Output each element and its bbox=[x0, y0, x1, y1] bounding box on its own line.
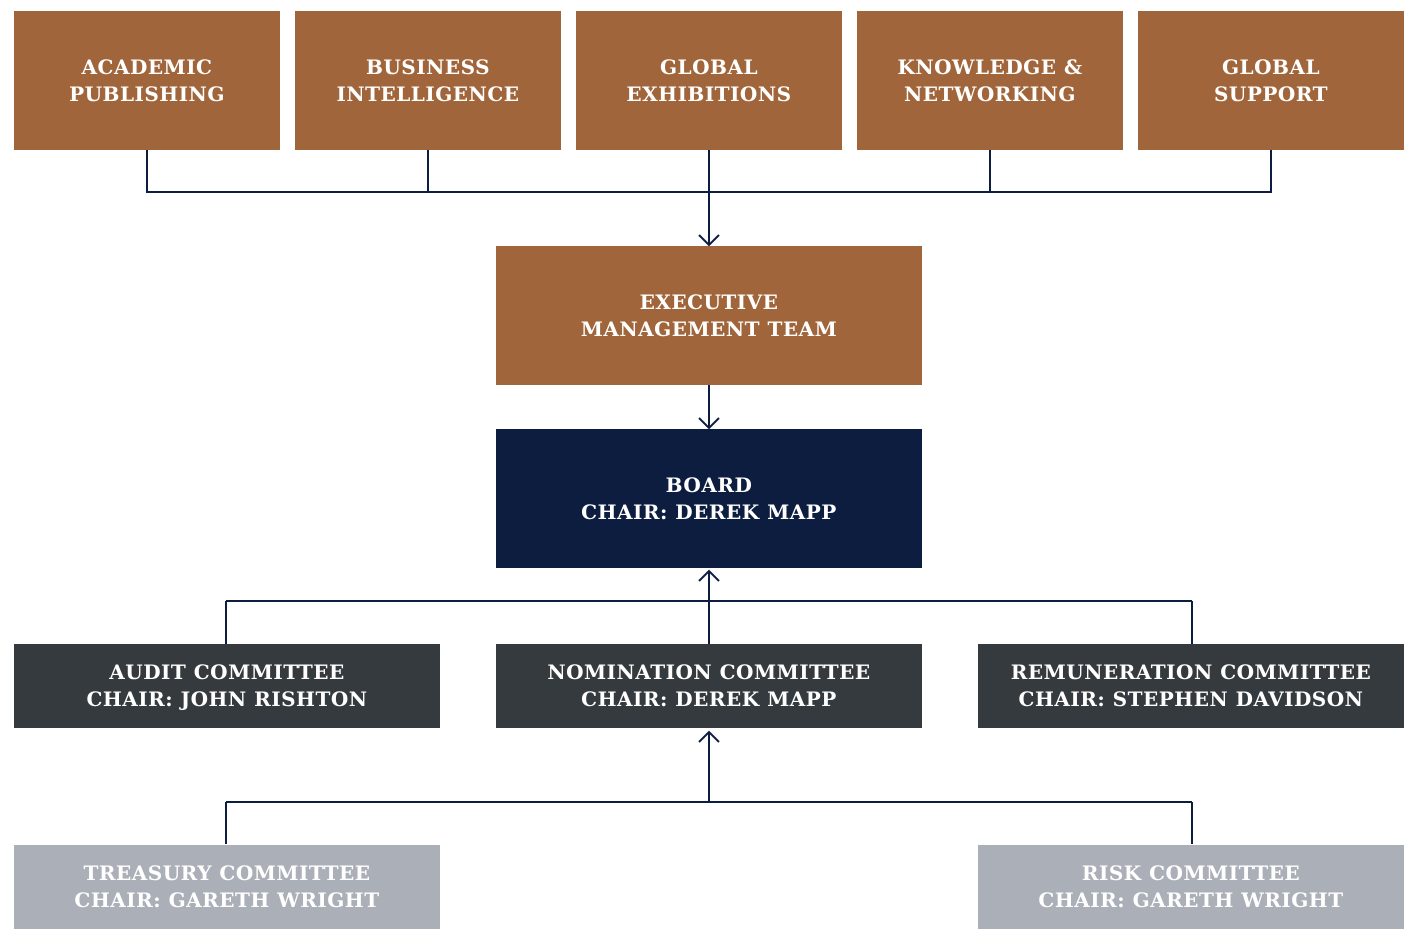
executive-label-line2: MANAGEMENT TEAM bbox=[580, 316, 838, 341]
arrow-down-icon bbox=[698, 234, 720, 247]
remuneration-committee: REMUNERATION COMMITTEE CHAIR: STEPHEN DA… bbox=[978, 644, 1404, 728]
division-knowledge-networking: KNOWLEDGE & NETWORKING bbox=[857, 11, 1123, 150]
division-label-line2: SUPPORT bbox=[1213, 81, 1329, 106]
committee-name: NOMINATION COMMITTEE bbox=[547, 660, 871, 684]
executive-label-line1: EXECUTIVE bbox=[639, 289, 779, 314]
division-global-exhibitions: GLOBAL EXHIBITIONS bbox=[576, 11, 842, 150]
committee-chair: CHAIR: STEPHEN DAVIDSON bbox=[1018, 687, 1364, 711]
committee-name: AUDIT COMMITTEE bbox=[109, 660, 345, 684]
board-label: BOARD bbox=[665, 472, 753, 497]
board: BOARD CHAIR: DEREK MAPP bbox=[496, 429, 922, 568]
division-label-line2: EXHIBITIONS bbox=[626, 81, 792, 106]
division-label-line1: KNOWLEDGE & bbox=[897, 54, 1083, 79]
division-label-line1: BUSINESS bbox=[365, 54, 491, 79]
committee-name: RISK COMMITTEE bbox=[1081, 861, 1301, 885]
executive-management-team: EXECUTIVE MANAGEMENT TEAM bbox=[496, 246, 922, 385]
division-academic-publishing: ACADEMIC PUBLISHING bbox=[14, 11, 280, 150]
audit-committee: AUDIT COMMITTEE CHAIR: JOHN RISHTON bbox=[14, 644, 440, 728]
division-label-line2: INTELLIGENCE bbox=[336, 81, 520, 106]
division-label-line2: PUBLISHING bbox=[69, 81, 225, 106]
division-label-line1: GLOBAL bbox=[659, 54, 759, 79]
committee-chair: CHAIR: DEREK MAPP bbox=[581, 687, 837, 711]
division-label-line2: NETWORKING bbox=[903, 81, 1076, 106]
board-chair: CHAIR: DEREK MAPP bbox=[581, 499, 837, 524]
nomination-committee: NOMINATION COMMITTEE CHAIR: DEREK MAPP bbox=[496, 644, 922, 728]
committee-chair: CHAIR: JOHN RISHTON bbox=[86, 687, 368, 711]
division-business-intelligence: BUSINESS INTELLIGENCE bbox=[295, 11, 561, 150]
arrow-down-icon bbox=[698, 417, 720, 430]
committee-name: TREASURY COMMITTEE bbox=[83, 861, 371, 885]
arrow-up-icon bbox=[698, 569, 720, 582]
treasury-committee: TREASURY COMMITTEE CHAIR: GARETH WRIGHT bbox=[14, 845, 440, 929]
risk-committee: RISK COMMITTEE CHAIR: GARETH WRIGHT bbox=[978, 845, 1404, 929]
division-global-support: GLOBAL SUPPORT bbox=[1138, 11, 1404, 150]
division-label-line1: GLOBAL bbox=[1221, 54, 1321, 79]
committee-chair: CHAIR: GARETH WRIGHT bbox=[74, 888, 380, 912]
division-label-line1: ACADEMIC bbox=[81, 54, 213, 79]
committee-chair: CHAIR: GARETH WRIGHT bbox=[1038, 888, 1344, 912]
arrow-up-icon bbox=[698, 730, 720, 743]
committee-name: REMUNERATION COMMITTEE bbox=[1010, 660, 1372, 684]
